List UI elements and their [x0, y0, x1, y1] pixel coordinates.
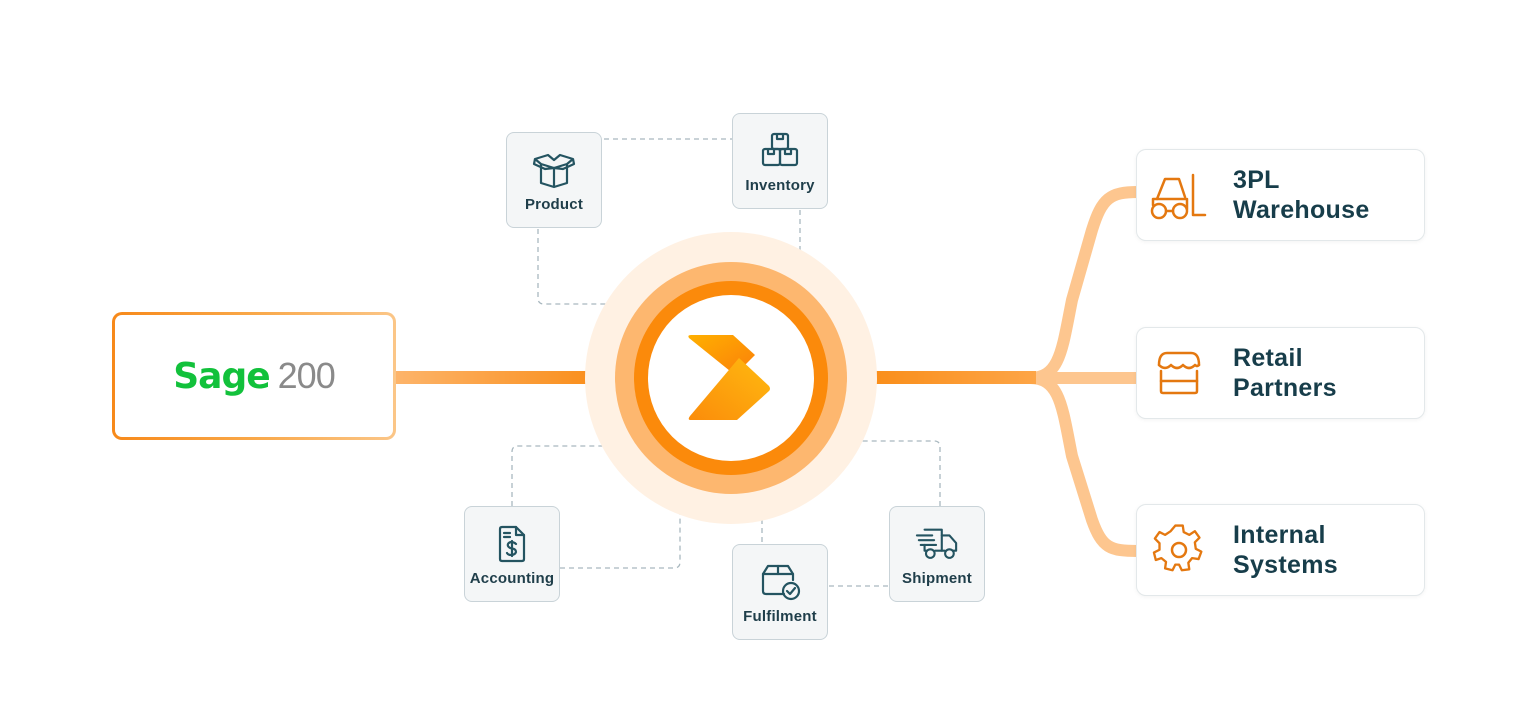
box-checkmark-icon: [761, 564, 801, 600]
dash-accounting-hub: [511, 445, 628, 506]
sage-brand-word: Sage: [173, 356, 270, 397]
module-product[interactable]: Product: [506, 132, 602, 228]
target-title-line2: Partners: [1233, 374, 1337, 402]
stacked-boxes-icon: [761, 132, 799, 166]
open-box-icon: [532, 153, 576, 188]
dash-shipment-hub: [826, 440, 941, 506]
chevron-arrow-logo-icon: [688, 335, 770, 420]
hub-center[interactable]: [648, 295, 814, 461]
delivery-truck-icon: [915, 528, 958, 559]
module-inventory[interactable]: Inventory: [732, 113, 828, 209]
module-label: Accounting: [469, 569, 555, 587]
source-to-hub-line: [396, 371, 618, 384]
module-label: Fulfilment: [743, 607, 817, 625]
module-accounting[interactable]: Accounting: [464, 506, 560, 602]
target-3pl-warehouse[interactable]: 3PL Warehouse: [1136, 149, 1425, 241]
forklift-icon: [1150, 173, 1207, 220]
target-title-line1: 3PL: [1233, 166, 1280, 194]
module-label: Shipment: [902, 569, 972, 587]
branch-internal: [1029, 372, 1139, 557]
dash-accounting-hub-2: [560, 488, 681, 569]
module-label: Inventory: [745, 176, 815, 194]
hub-to-fork-line: [842, 371, 1036, 384]
source-sage200-card[interactable]: Sage 200: [112, 312, 396, 440]
module-fulfilment[interactable]: Fulfilment: [732, 544, 828, 640]
target-title-line1: Internal: [1233, 521, 1326, 549]
target-title-line2: Systems: [1233, 551, 1338, 579]
gear-icon: [1152, 524, 1203, 572]
sage-brand-number: 200: [277, 355, 336, 396]
target-title-line1: Retail: [1233, 344, 1303, 372]
module-label: Product: [524, 195, 584, 213]
invoice-dollar-icon: [498, 525, 526, 562]
branch-3pl: [1029, 186, 1139, 384]
storefront-icon: [1157, 351, 1201, 395]
target-internal-systems[interactable]: Internal Systems: [1136, 504, 1425, 596]
target-title-line2: Warehouse: [1233, 196, 1370, 224]
module-shipment[interactable]: Shipment: [889, 506, 985, 602]
sage-200-logo: Sage 200: [173, 355, 336, 397]
target-retail-partners[interactable]: Retail Partners: [1136, 327, 1425, 419]
dash-product-hub: [537, 229, 630, 305]
